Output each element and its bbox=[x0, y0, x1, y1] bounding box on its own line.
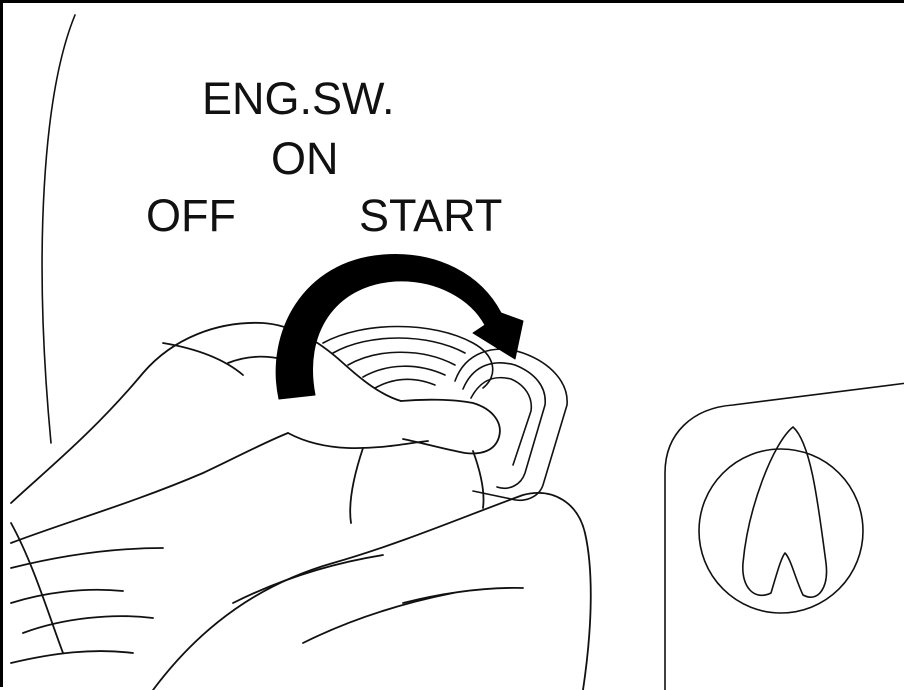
illustration bbox=[3, 3, 904, 690]
key bbox=[455, 349, 567, 500]
panel-edge bbox=[42, 15, 75, 443]
rotary-knob-icon bbox=[665, 383, 904, 690]
position-on-label: ON bbox=[271, 136, 339, 181]
ignition-keyhole bbox=[323, 327, 493, 389]
position-off-label: OFF bbox=[146, 193, 236, 238]
switch-title-label: ENG.SW. bbox=[202, 76, 395, 121]
position-start-label: START bbox=[359, 193, 502, 238]
